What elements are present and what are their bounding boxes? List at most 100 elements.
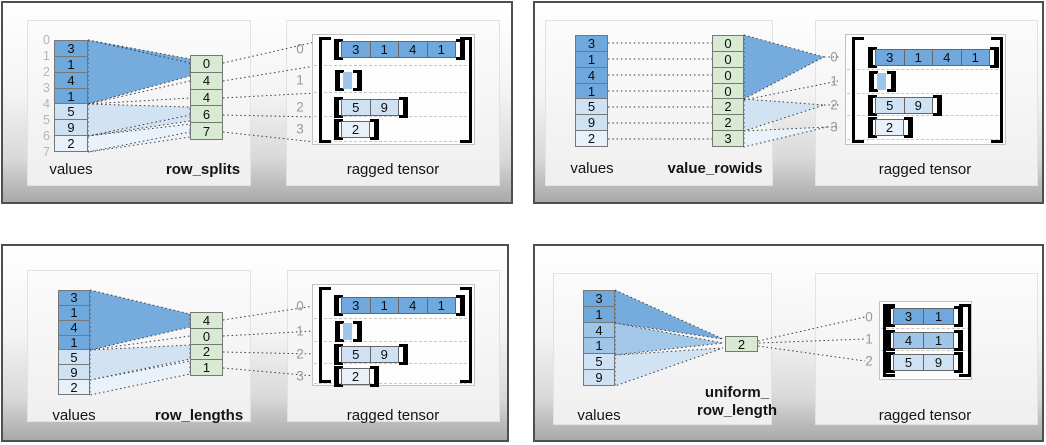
tensor-cell: 9 <box>369 100 398 115</box>
method-caption: row_splits <box>165 161 241 178</box>
tensor-row: 4 1 <box>893 332 954 349</box>
values-cell: 1 <box>584 337 614 353</box>
param-cell: 2 <box>726 337 757 352</box>
tensor-cell: 5 <box>342 347 370 362</box>
method-caption-line2: row_length <box>696 402 778 419</box>
tensor-cell: 3 <box>342 42 370 57</box>
row-bracket-right <box>456 39 465 60</box>
param-cell: 3 <box>713 130 743 146</box>
empty-row-marker <box>343 72 352 89</box>
row-bracket-left <box>886 330 895 351</box>
tensor-bracket-left <box>319 37 331 143</box>
tensor-cell: 4 <box>894 333 923 348</box>
tensor-bracket-left <box>883 304 895 377</box>
tensor-row: 5 9 <box>875 97 933 114</box>
param-cell: 7 <box>191 122 222 139</box>
param-cell: 2 <box>713 114 743 130</box>
row-bracket-left <box>334 39 343 60</box>
row-bracket-right <box>887 71 896 92</box>
param-cell: 2 <box>713 98 743 114</box>
values-cell: 5 <box>59 349 89 365</box>
method-caption: row_lengths <box>154 407 244 424</box>
tensor-bracket-left <box>319 287 331 383</box>
tensor-row: 5 9 <box>341 99 399 116</box>
tensor-cell: 4 <box>932 50 961 65</box>
values-cell: 3 <box>59 290 89 305</box>
values-cell: 3 <box>584 291 614 306</box>
row-separator <box>847 139 1003 140</box>
tensor-row: 5 9 <box>893 354 954 371</box>
row-bracket-left <box>334 295 343 316</box>
values-cell: 4 <box>55 71 87 88</box>
row-bracket-right <box>954 330 963 351</box>
values-cell: 9 <box>59 364 89 380</box>
row-separator <box>314 92 472 93</box>
row-bracket-left <box>334 119 343 140</box>
tensor-cell: 9 <box>369 347 398 362</box>
tensor-cell: 5 <box>894 355 923 370</box>
values-cell: 1 <box>584 305 614 322</box>
tensor-bracket-right <box>991 37 1003 143</box>
tensor-row-label: 1 <box>296 72 304 88</box>
row-bracket-left <box>868 95 877 116</box>
method-caption-line1: uniform_ <box>704 384 770 401</box>
value-rowids-column: 0 0 0 0 2 2 3 <box>712 35 744 147</box>
row-separator <box>847 93 1003 94</box>
values-cell: 1 <box>55 87 87 104</box>
param-cell: 0 <box>713 66 743 83</box>
row-separator <box>881 328 970 329</box>
values-caption: values <box>49 161 93 178</box>
row-bracket-right <box>399 97 408 118</box>
tensor-cell: 2 <box>342 369 369 384</box>
row-bracket-right <box>954 306 963 327</box>
tensor-row-label: 2 <box>296 99 304 115</box>
row-bracket-right <box>904 117 913 138</box>
tensor-bracket-right <box>460 287 472 383</box>
tensor-row: 2 <box>341 368 370 385</box>
row-bracket-left <box>869 71 878 92</box>
row-bracket-left <box>334 97 343 118</box>
param-cell: 1 <box>191 359 222 375</box>
method-caption: value_rowids <box>667 160 763 177</box>
index-label: 5 <box>43 113 50 127</box>
values-column: 3 1 4 1 5 9 2 <box>58 290 90 395</box>
tensor-cell: 3 <box>894 309 923 324</box>
param-cell: 0 <box>713 50 743 67</box>
empty-row-marker <box>343 323 352 340</box>
tensor-cell: 5 <box>342 100 370 115</box>
row-bracket-right <box>933 95 942 116</box>
values-cell: 5 <box>55 103 87 119</box>
values-cell: 4 <box>584 321 614 338</box>
tensor-row-label: 1 <box>865 331 873 347</box>
tensor-caption: ragged tensor <box>346 161 440 178</box>
row-separator <box>847 115 1003 116</box>
row-bracket-right <box>456 295 465 316</box>
param-cell: 0 <box>191 56 222 72</box>
row-bracket-left <box>335 70 344 91</box>
empty-row-marker <box>877 73 886 90</box>
values-cell: 5 <box>584 353 614 369</box>
row-lengths-column: 4 0 2 1 <box>190 312 223 376</box>
param-cell: 4 <box>191 71 222 89</box>
tensor-cell: 5 <box>876 98 904 113</box>
values-cell: 9 <box>584 369 614 385</box>
row-bracket-right <box>353 70 362 91</box>
tensor-cell: 1 <box>369 298 398 313</box>
param-cell: 0 <box>713 82 743 99</box>
param-cell: 0 <box>713 36 743 51</box>
row-bracket-left <box>334 344 343 365</box>
tensor-row-label: 3 <box>830 119 838 135</box>
tensor-bracket-right <box>460 37 472 143</box>
tensor-cell: 1 <box>923 333 953 348</box>
tensor-cell: 2 <box>342 122 369 137</box>
tensor-row: 3 1 4 1 <box>341 297 456 314</box>
tensor-cell: 1 <box>369 42 398 57</box>
tensor-row-label: 3 <box>296 121 304 137</box>
index-label: 1 <box>43 49 50 63</box>
row-separator <box>314 116 472 117</box>
row-bracket-left <box>886 352 895 373</box>
row-bracket-right <box>370 119 379 140</box>
tensor-bracket-left <box>852 37 864 143</box>
index-label: 2 <box>43 65 50 79</box>
